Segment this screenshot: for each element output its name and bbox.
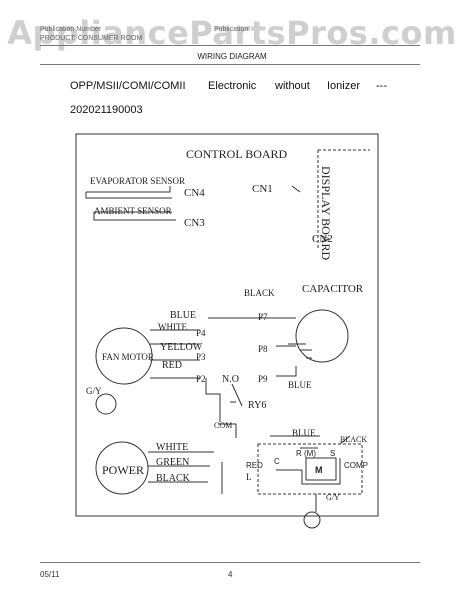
model-name-3: without bbox=[275, 80, 310, 92]
no-label: N.O bbox=[222, 374, 239, 385]
capacitor-label: CAPACITOR bbox=[302, 283, 364, 295]
fan-motor-label: FAN MOTOR bbox=[102, 352, 154, 362]
m-label: M bbox=[315, 465, 323, 475]
model-name-4: Ionizer bbox=[327, 80, 361, 92]
capacitor-terminals bbox=[288, 343, 312, 359]
evaporator-sensor-label: EVAPORATOR SENSOR bbox=[90, 176, 185, 186]
footer-page-number: 4 bbox=[228, 570, 233, 579]
black-pwr-label: BLACK bbox=[156, 473, 191, 484]
p4-label: P4 bbox=[196, 328, 206, 338]
ry6-switch bbox=[231, 383, 243, 407]
p8-label: P8 bbox=[258, 344, 268, 354]
power-label: POWER bbox=[102, 463, 144, 477]
ambient-sensor-label: AMBIENT SENSOR bbox=[94, 206, 172, 216]
black-top-label: BLACK bbox=[244, 288, 275, 298]
cn1-link bbox=[291, 185, 301, 193]
p7-label: P7 bbox=[258, 312, 268, 322]
display-board-outline bbox=[317, 149, 370, 250]
power-wires bbox=[148, 451, 210, 483]
black-comp-label: BLACK bbox=[340, 435, 367, 444]
fan-connectors bbox=[194, 329, 200, 379]
footer-date: 05/11 bbox=[40, 570, 60, 579]
cn3-label: CN3 bbox=[184, 217, 205, 229]
header-rule-bottom bbox=[40, 64, 420, 65]
model-name-2: Electronic bbox=[208, 80, 257, 92]
white-pwr-label: WHITE bbox=[156, 442, 188, 453]
display-board-label: DISPLAY BOARD bbox=[319, 166, 333, 260]
header-publication-label: Publication Number bbox=[40, 26, 102, 33]
cn2-label: CN2 bbox=[312, 233, 333, 245]
model-number: 202021190003 bbox=[70, 104, 143, 116]
rm-terminal-label: R (M) bbox=[296, 449, 316, 458]
power-line-l bbox=[206, 451, 223, 494]
white-fan-label: WHITE bbox=[158, 322, 187, 332]
cn4-label: CN4 bbox=[184, 187, 205, 199]
red-fan-label: RED bbox=[162, 360, 182, 371]
header-product-label: PRODUCT: CONSUMER ROOM bbox=[40, 35, 143, 42]
control-board-outline bbox=[75, 133, 379, 517]
ambient-sensor-wire bbox=[93, 211, 176, 221]
p2-label: P2 bbox=[196, 374, 206, 384]
p3-label: P3 bbox=[196, 352, 206, 362]
power-plug-circle bbox=[95, 441, 149, 495]
comp-label: COMP bbox=[344, 461, 368, 470]
blue-comp-label: BLUE bbox=[292, 428, 316, 438]
compressor-motor-box bbox=[305, 457, 337, 481]
header-publication-center: Publication bbox=[214, 26, 249, 33]
evaporator-sensor-wire bbox=[85, 186, 172, 199]
green-pwr-label: GREEN bbox=[156, 457, 189, 468]
com-wire bbox=[218, 423, 237, 438]
ground-symbol-left bbox=[95, 393, 117, 415]
control-board-label: CONTROL BOARD bbox=[186, 147, 288, 161]
yellow-fan-label: YELLOW bbox=[160, 342, 203, 353]
capacitor-circle bbox=[295, 309, 349, 363]
model-name-1: OPP/MSII/COMI/COMII bbox=[70, 80, 186, 92]
p9-label: P9 bbox=[258, 374, 268, 384]
relay-wires bbox=[205, 317, 272, 422]
compressor-feed bbox=[270, 435, 351, 445]
fan-motor-wires bbox=[150, 329, 194, 379]
ground-symbol-bottom bbox=[303, 511, 321, 529]
cn1-label: CN1 bbox=[252, 183, 273, 195]
footer-rule bbox=[40, 562, 420, 563]
c-terminal-label: C bbox=[274, 457, 280, 466]
ry6-label: RY6 bbox=[248, 400, 266, 411]
header-rule bbox=[40, 45, 420, 46]
gy-left-label: G/Y bbox=[86, 386, 102, 396]
section-title: WIRING DIAGRAM bbox=[197, 52, 267, 61]
fan-motor-circle bbox=[95, 327, 153, 385]
model-name-5: --- bbox=[376, 80, 387, 92]
com-label: COM bbox=[214, 421, 232, 430]
compressor-wires bbox=[276, 447, 341, 485]
gy-bottom-label: G/Y bbox=[326, 493, 340, 502]
blue-fan-label: BLUE bbox=[170, 310, 196, 321]
capacitor-wires bbox=[272, 317, 297, 377]
red-comp-label: RED bbox=[246, 461, 263, 470]
blue-cap-label: BLUE bbox=[288, 380, 312, 390]
l-label: L bbox=[246, 472, 252, 482]
s-terminal-label: S bbox=[330, 449, 335, 458]
